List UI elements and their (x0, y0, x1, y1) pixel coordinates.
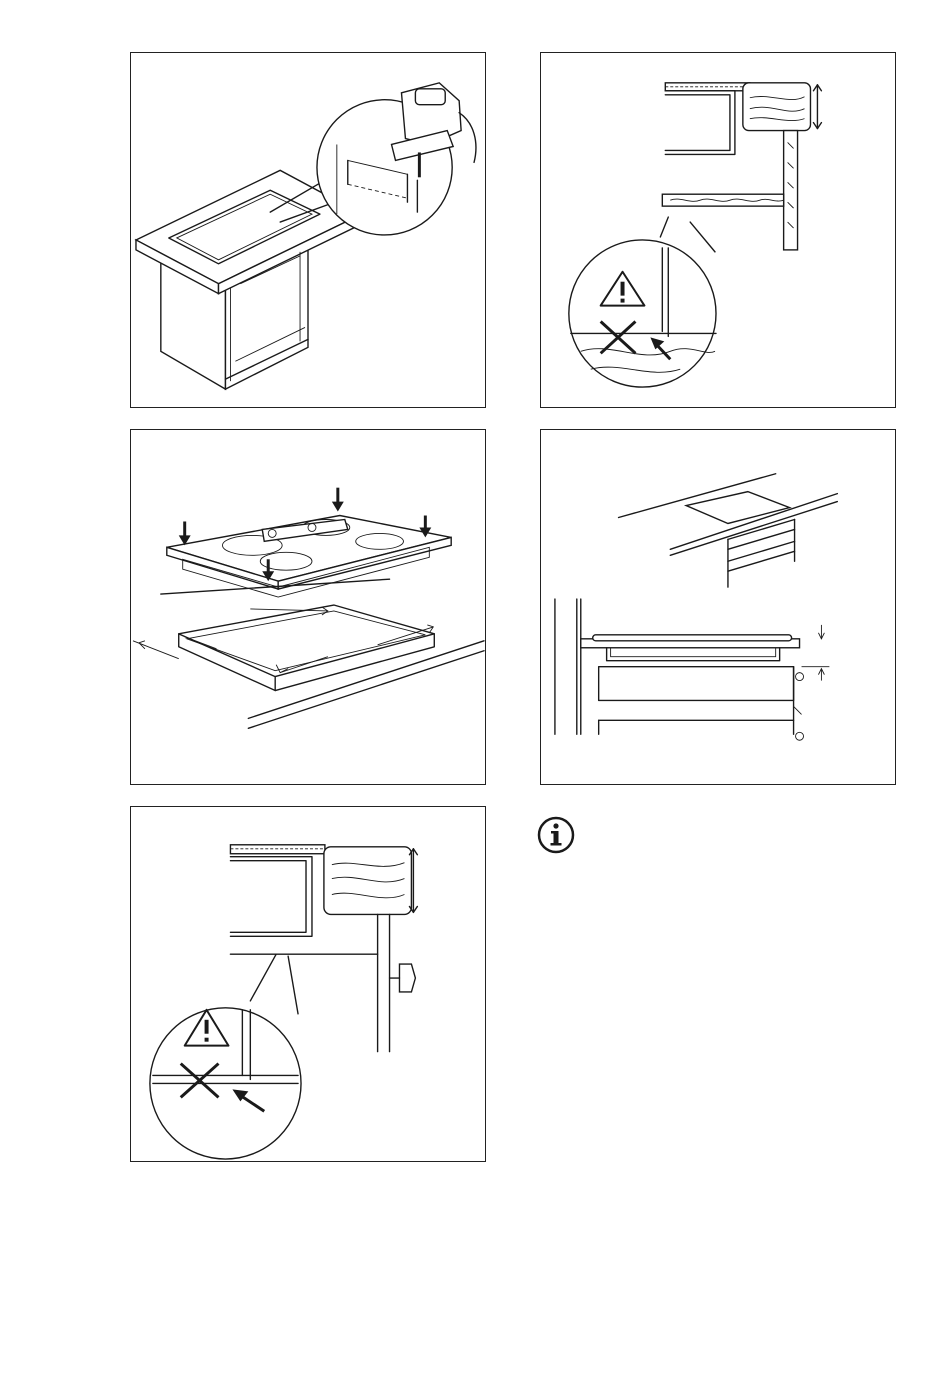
hob-insertion-illustration (130, 429, 486, 785)
cabinet-cutout-drawing (131, 53, 485, 407)
cabinet-cutout-illustration (130, 52, 486, 408)
hob-over-drawer-illustration (540, 429, 896, 785)
worktop-section-warning-illustration (540, 52, 896, 408)
worktop-section-drawing (541, 53, 895, 407)
worktop-oven-section-drawing (131, 807, 485, 1161)
hob-insertion-drawing (131, 430, 485, 784)
hob-over-drawer-drawing (541, 430, 895, 784)
info-icon (536, 815, 576, 855)
dimension-arrow-icon (802, 625, 830, 681)
worktop-oven-section-warning-illustration (130, 806, 486, 1162)
